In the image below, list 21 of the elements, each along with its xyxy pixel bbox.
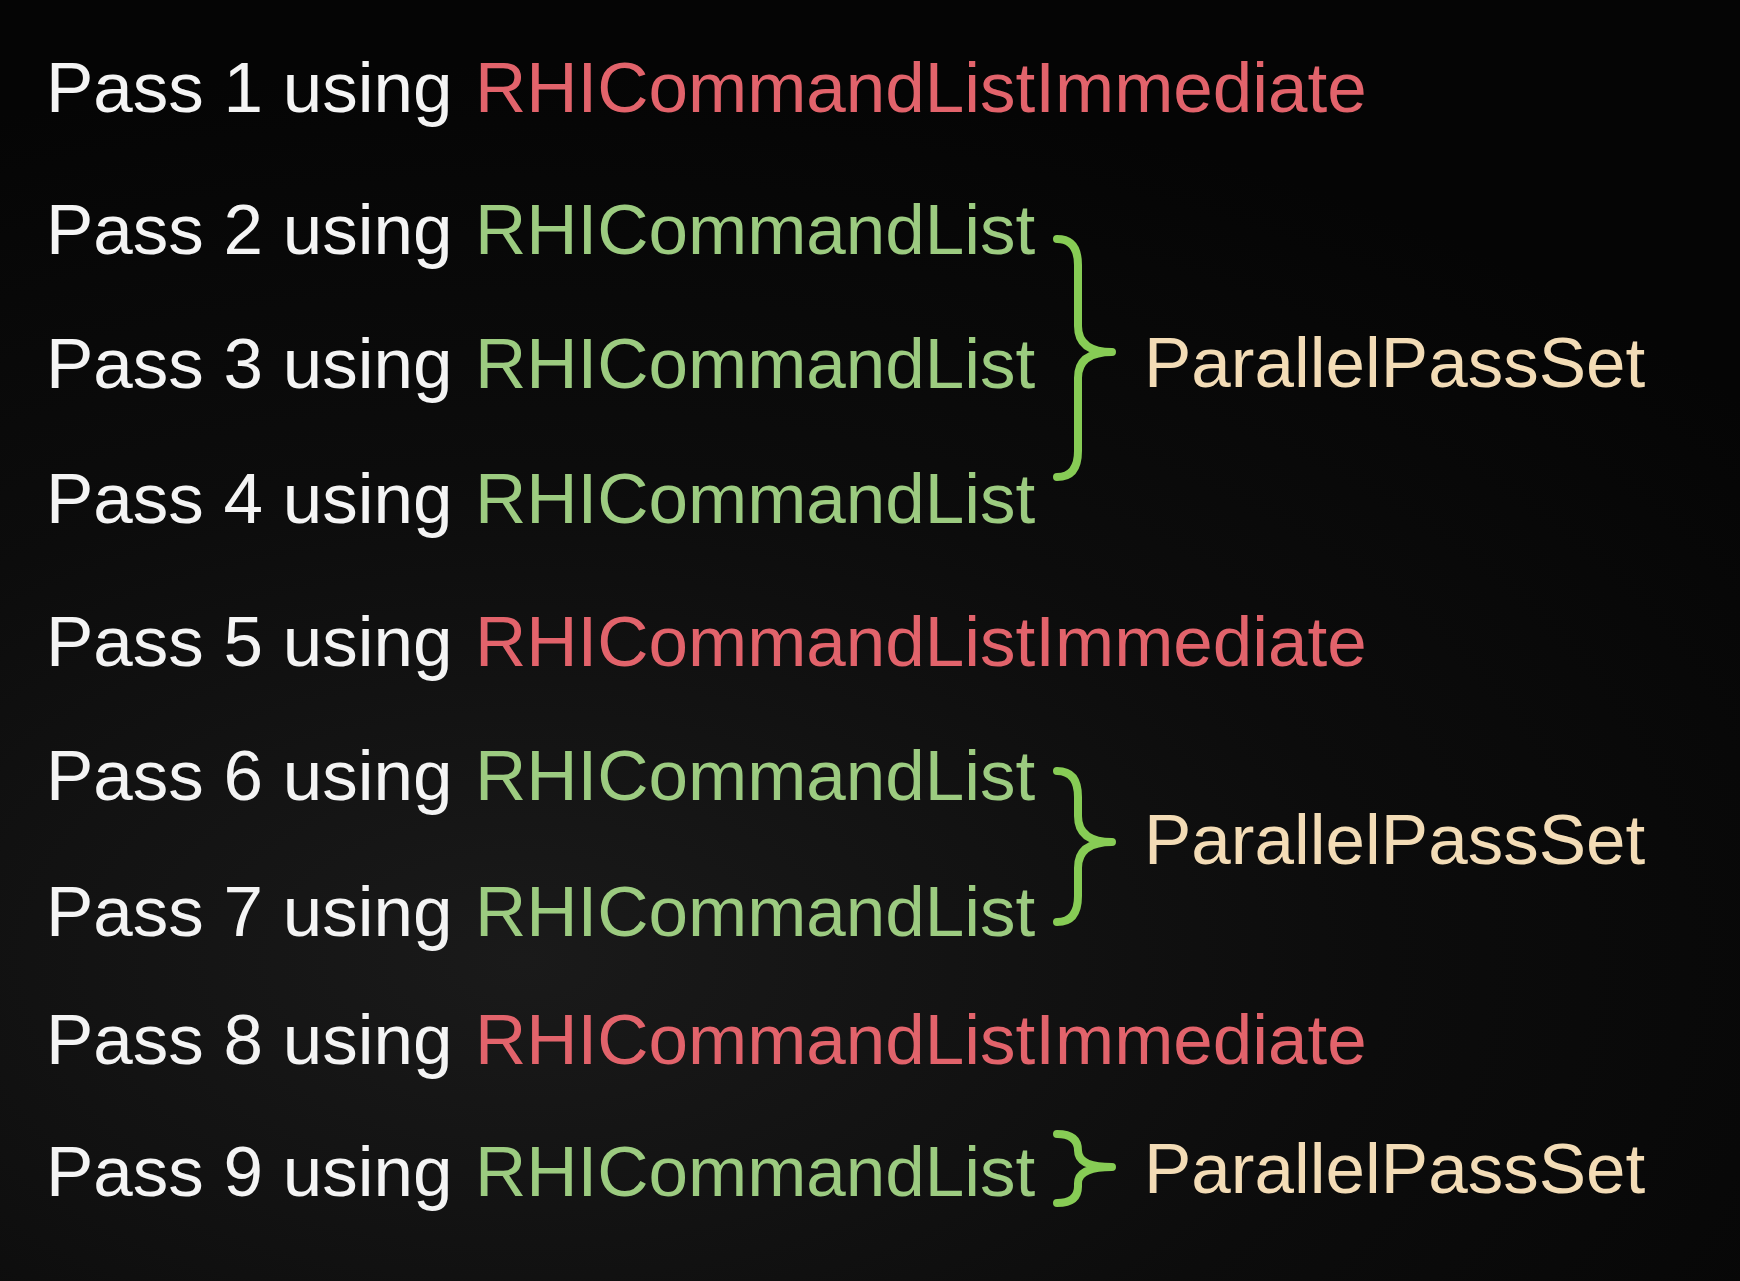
pass-text: Pass 3 using: [46, 323, 453, 405]
pass-text: Pass 1 using: [46, 47, 453, 129]
pass-text: Pass 7 using: [46, 871, 453, 953]
pass-set-label: ParallelPassSet: [1144, 1128, 1646, 1210]
pass-text: Pass 5 using: [46, 601, 453, 683]
command-list-name: RHICommandList: [475, 735, 1036, 817]
command-list-name: RHICommandListImmediate: [475, 47, 1367, 129]
command-list-name: RHICommandListImmediate: [475, 601, 1367, 683]
command-list-name: RHICommandList: [475, 1131, 1036, 1213]
pass-text: Pass 4 using: [46, 458, 453, 540]
command-list-name: RHICommandList: [475, 458, 1036, 540]
command-list-name: RHICommandList: [475, 871, 1036, 953]
pass-text: Pass 6 using: [46, 735, 453, 817]
command-list-name: RHICommandList: [475, 189, 1036, 271]
pass-set-label: ParallelPassSet: [1144, 799, 1646, 881]
command-list-name: RHICommandList: [475, 323, 1036, 405]
pass-set-label: ParallelPassSet: [1144, 322, 1646, 404]
command-list-name: RHICommandListImmediate: [475, 999, 1367, 1081]
pass-text: Pass 8 using: [46, 999, 453, 1081]
pass-text: Pass 2 using: [46, 189, 453, 271]
pass-text: Pass 9 using: [46, 1131, 453, 1213]
